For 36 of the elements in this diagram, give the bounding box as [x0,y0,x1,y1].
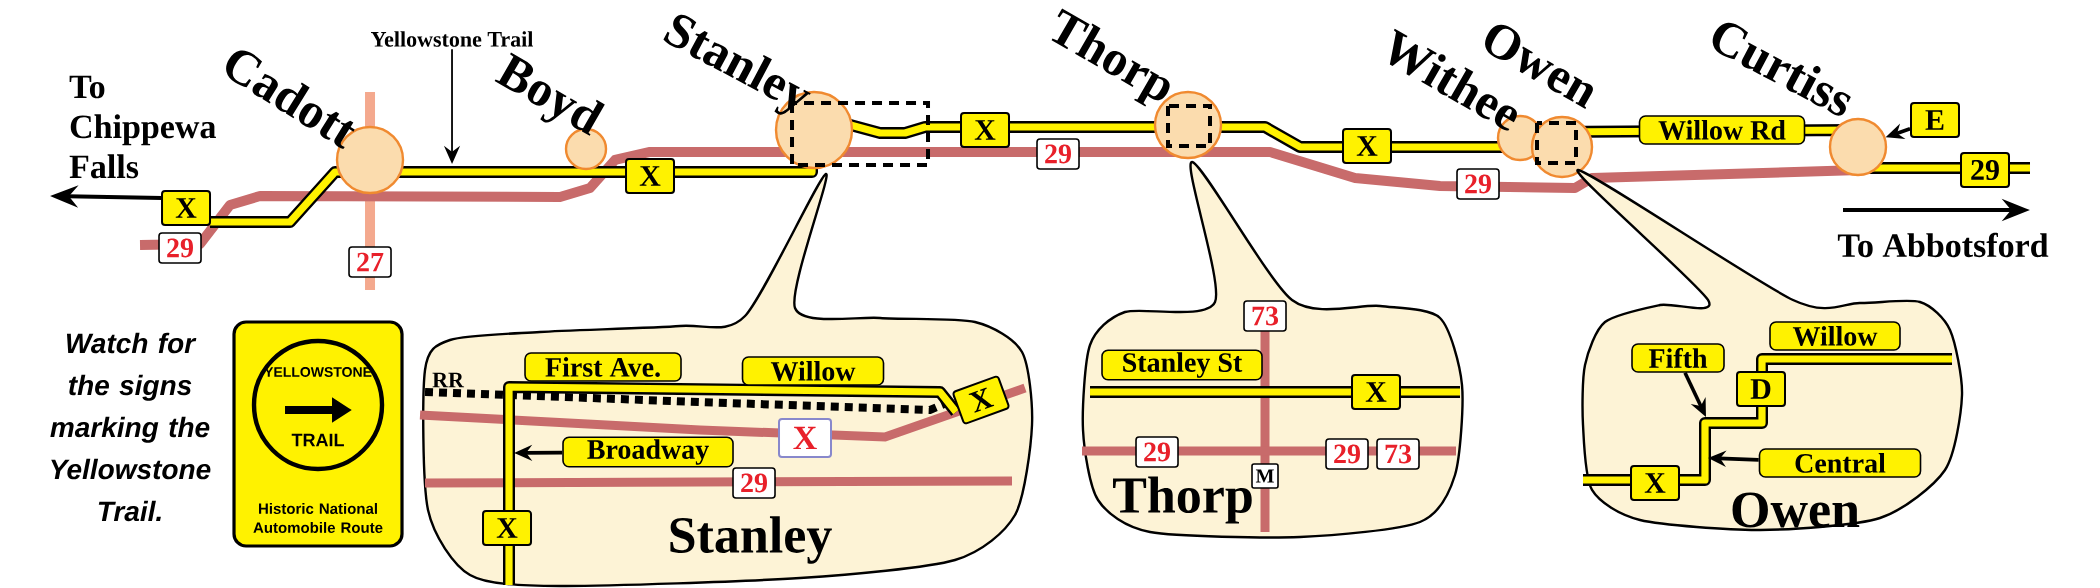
route-shield: 29 [1036,138,1080,170]
route-shield: X [625,158,675,194]
route-shield: 29 [1135,436,1179,468]
route-shield: 29 [1960,152,2010,188]
town-name: Boyd [494,52,605,136]
route-shield: 29 [1456,168,1500,200]
route-shield: 73 [1243,300,1287,332]
route-shield: 27 [348,246,392,278]
route-shield: E [1910,102,1960,138]
route-shield: X [960,112,1010,148]
street-label: Willow Rd [1638,115,1806,145]
route-shield: X [952,375,1010,425]
map-label: Yellowstone Trail [371,31,533,47]
trail-sign: YELLOWSTONE TRAIL Historic National Automobile Route [232,320,404,548]
street-label: Stanley St [1101,349,1263,381]
route-shield: X [1630,465,1680,501]
direction-label: To Chippewa Falls [69,75,216,179]
route-shield: X [1342,128,1392,164]
street-label: Broadway [562,436,734,468]
railroad-label: RR [432,372,465,388]
street-label: Willow [741,356,885,386]
route-shield: 73 [1376,438,1420,470]
route-shield: D [1736,371,1786,407]
route-shield: 29 [732,467,776,499]
route-shield: 29 [158,232,202,264]
route-shield: X [482,510,532,546]
street-label: First Ave. [524,352,682,382]
route-shield: M [1251,463,1279,489]
route-shield: X [1351,374,1401,410]
note-text: Watch for the signs marking the Yellowstone Trail. [50,332,211,522]
street-label: Fifth [1631,343,1725,373]
route-shield: X [161,190,211,226]
street-label: Central [1758,448,1922,478]
route-shield: X [778,418,832,458]
route-shield: 29 [1325,438,1369,470]
street-label: Willow [1769,321,1901,351]
